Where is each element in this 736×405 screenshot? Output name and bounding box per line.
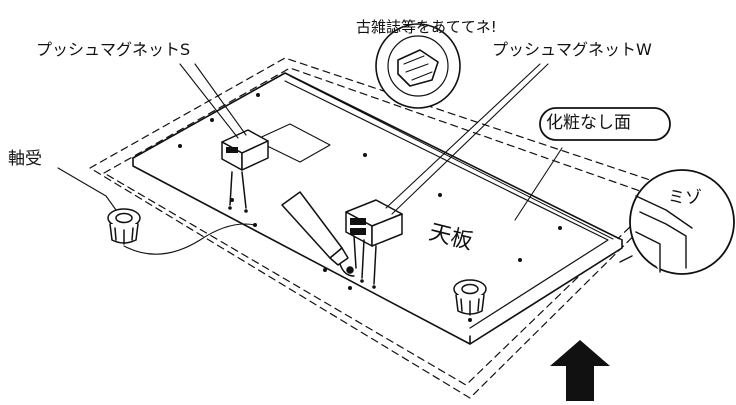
up-arrow-icon: [550, 340, 610, 401]
magazine-seal: [375, 23, 461, 109]
label-bearing: 軸受: [8, 149, 42, 169]
finished-face-callout: [539, 107, 671, 141]
label-magazine-note: 古雑誌等をあててネ!: [356, 18, 497, 36]
board-holes: [178, 93, 562, 322]
groove-magnifier: [619, 169, 735, 275]
bearing-left: [107, 208, 141, 245]
label-groove: ミゾ: [668, 188, 702, 208]
leader-lines: [57, 63, 563, 255]
bearing-right: [453, 279, 487, 316]
board-recess: [254, 123, 331, 163]
label-push-magnet-w: プッシュマグネットW: [492, 40, 652, 59]
glue-tube: [281, 191, 355, 277]
label-finished-face: 化粧なし面: [546, 113, 631, 133]
push-magnet-s: [221, 129, 269, 213]
label-push-magnet-s: プッシュマグネットS: [36, 40, 191, 59]
